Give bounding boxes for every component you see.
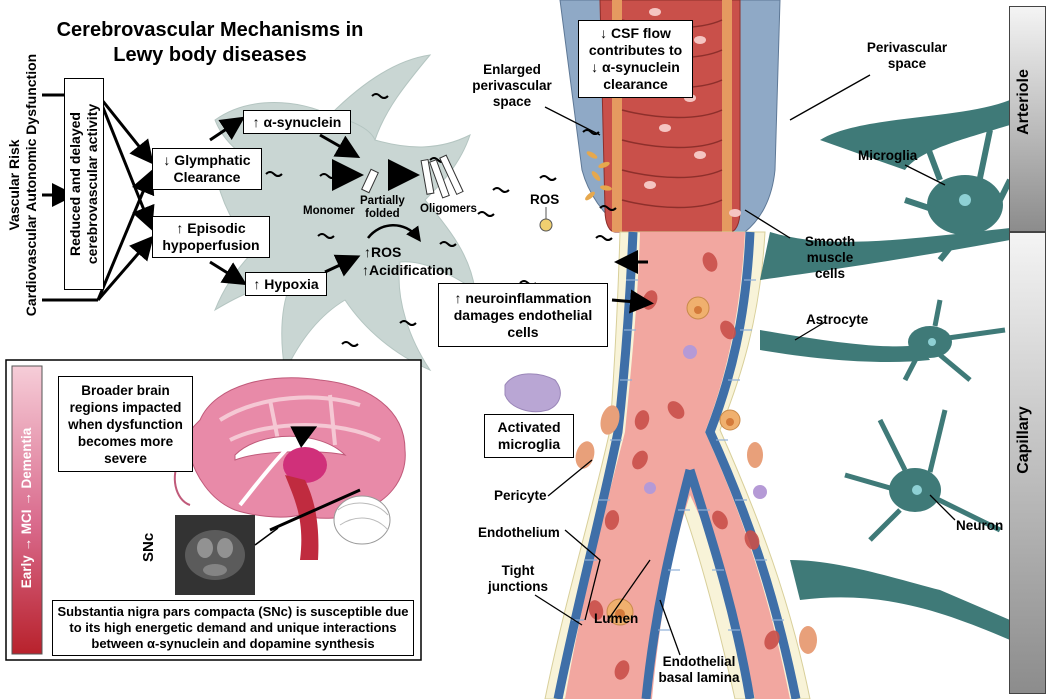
csf-line-3: ↓ α-synuclein xyxy=(591,59,680,75)
smooth-muscle-line-2: muscle cells xyxy=(806,250,854,281)
enlarged-perivascular-label: Enlarged perivascular space xyxy=(472,62,552,110)
broader-line-4: becomes more xyxy=(77,433,174,449)
oligomers-label: Oligomers xyxy=(420,203,477,215)
smooth-muscle-label: Smooth muscle cells xyxy=(790,234,870,282)
alpha-synuclein-box: ↑ α-synuclein xyxy=(243,110,351,134)
activated-microglia-box: Activated microglia xyxy=(484,414,574,458)
progression-label: Early → MCI → Dementia xyxy=(19,427,34,589)
glymphatic-line-1: ↓ Glymphatic xyxy=(163,152,251,168)
microglia-label: Microglia xyxy=(858,148,918,163)
tight-junctions-label: Tight junctions xyxy=(488,563,548,595)
snc-note-line-2: to its high energetic demand and unique … xyxy=(69,620,397,635)
csf-line-1: ↓ CSF flow xyxy=(600,25,671,41)
neuroinflammation-box: ↑ neuroinflammation damages endothelial … xyxy=(438,283,608,347)
left-axis-label: Vascular Risk Cardiovascular Autonomic D… xyxy=(6,50,40,320)
tight-junctions-line-2: junctions xyxy=(488,579,548,594)
neuron-label: Neuron xyxy=(956,518,1004,533)
endothelium-label: Endothelium xyxy=(478,525,560,540)
title-line-1: Cerebrovascular Mechanisms in xyxy=(56,19,364,41)
ros-label: ROS xyxy=(530,192,560,207)
astrocyte-label: Astrocyte xyxy=(806,312,869,327)
neuroinflammation-line-2: damages endothelial xyxy=(453,306,593,323)
left-axis-line-2: Cardiovascular Autonomic Dysfunction xyxy=(23,53,39,317)
sidebar-arteriole xyxy=(1009,6,1046,232)
activated-microglia-line-2: microglia xyxy=(497,436,561,452)
broader-line-3: when dysfunction xyxy=(68,416,183,432)
page-title: Cerebrovascular Mechanisms in Lewy body … xyxy=(20,18,400,68)
activated-microglia-line-1: Activated xyxy=(497,419,561,435)
enlarged-line-2: perivascular xyxy=(472,78,552,93)
tight-junctions-line-1: Tight xyxy=(501,563,535,578)
neuroinflammation-line-3: cells xyxy=(507,323,539,340)
partially-folded-line-2: folded xyxy=(365,208,400,220)
smooth-muscle-line-1: Smooth xyxy=(804,234,856,249)
brain-illustration xyxy=(173,377,406,560)
middle-axis-line-1: Reduced and delayed xyxy=(67,112,83,256)
broader-line-2: regions impacted xyxy=(69,399,182,415)
monomer-label: Monomer xyxy=(303,205,355,217)
hypoperfusion-box: ↑ Episodic hypoperfusion xyxy=(152,216,270,258)
broader-line-1: Broader brain xyxy=(81,382,170,398)
hypoperfusion-line-2: hypoperfusion xyxy=(162,237,260,253)
perivascular-line-1: Perivascular xyxy=(866,40,948,55)
left-axis-line-1: Vascular Risk xyxy=(6,139,22,231)
hypoxia-box: ↑ Hypoxia xyxy=(245,272,327,296)
arteriole-label: Arteriole xyxy=(1015,69,1032,135)
lumen-label: Lumen xyxy=(594,611,639,626)
broader-line-5: severe xyxy=(104,450,147,466)
partially-folded-line-1: Partially xyxy=(360,195,405,207)
neuroinflammation-line-1: ↑ neuroinflammation xyxy=(454,289,592,306)
pericyte-label: Pericyte xyxy=(494,488,547,503)
middle-axis-line-2: cerebrovascular activity xyxy=(84,103,100,265)
title-line-2: Lewy body diseases xyxy=(113,44,307,66)
hypoperfusion-line-1: ↑ Episodic xyxy=(176,220,246,236)
enlarged-line-3: space xyxy=(492,94,532,109)
snc-note-line-1: Substantia nigra pars compacta (SNc) is … xyxy=(57,604,409,619)
snc-label: SNc xyxy=(140,532,157,562)
aggregation-illustration xyxy=(332,154,464,243)
enlarged-line-1: Enlarged xyxy=(483,62,541,77)
snc-note-line-3: between α-synuclein and dopamine synthes… xyxy=(91,636,375,651)
capillary-label: Capillary xyxy=(1015,406,1032,474)
glymphatic-line-2: Clearance xyxy=(173,169,241,185)
partially-folded-label: Partially folded xyxy=(360,195,405,221)
glia-illustration xyxy=(760,100,1013,640)
ros-increase-label: ↑ROS xyxy=(364,244,402,260)
broader-regions-box: Broader brain regions impacted when dysf… xyxy=(58,376,193,472)
perivascular-space-label: Perivascular space xyxy=(862,40,952,72)
sidebar-capillary xyxy=(1009,232,1046,694)
csf-line-2: contributes to xyxy=(588,42,683,58)
basal-lamina-line-2: basal lamina xyxy=(658,670,740,685)
middle-axis-label: Reduced and delayed cerebrovascular acti… xyxy=(64,78,104,290)
snc-note-box: Substantia nigra pars compacta (SNc) is … xyxy=(52,600,414,656)
csf-line-4: clearance xyxy=(603,76,668,92)
leader-lines xyxy=(534,74,956,656)
basal-lamina-label: Endothelial basal lamina xyxy=(654,654,744,686)
acidification-label: ↑Acidification xyxy=(362,262,454,278)
perivascular-line-2: space xyxy=(887,56,927,71)
glymphatic-box: ↓ Glymphatic Clearance xyxy=(152,148,262,190)
csf-flow-box: ↓ CSF flow contributes to ↓ α-synuclein … xyxy=(578,20,693,98)
basal-lamina-line-1: Endothelial xyxy=(662,654,736,669)
